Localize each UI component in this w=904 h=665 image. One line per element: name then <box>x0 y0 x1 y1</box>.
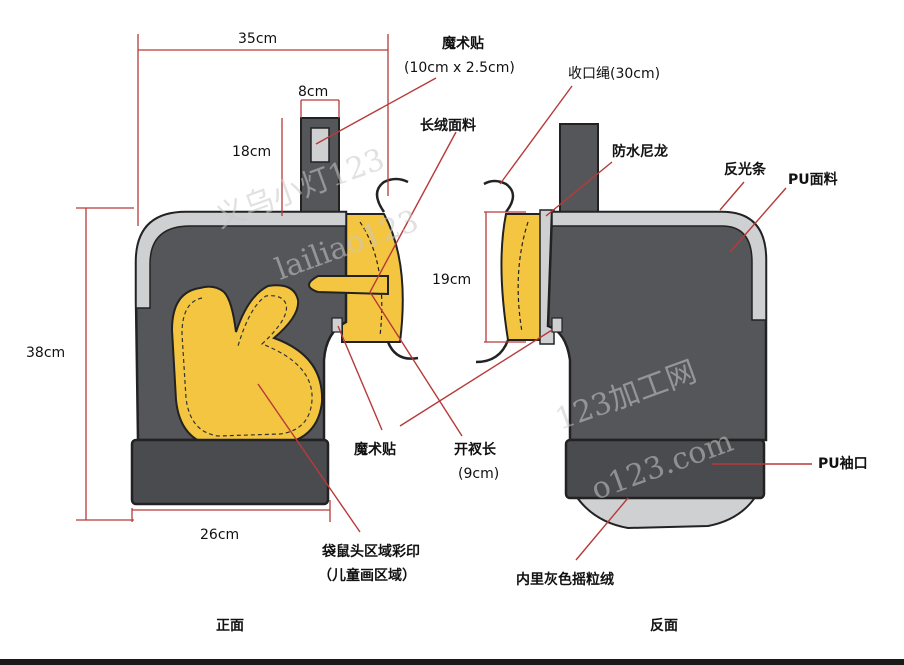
front-pu-cuff <box>130 438 330 506</box>
back-pu-cuff <box>564 438 766 500</box>
dim-opening-label: 19cm <box>432 272 471 288</box>
kangaroo-print-area <box>170 284 324 448</box>
view-label-front: 正面 <box>216 618 244 634</box>
front-view <box>130 117 419 506</box>
callout-velcro-bottom: 魔术贴 <box>354 441 396 458</box>
callout-pu-cuff: PU袖口 <box>818 455 868 472</box>
back-view <box>475 123 768 530</box>
front-reflective-strip <box>135 211 347 309</box>
front-slit-tab <box>308 275 389 296</box>
back-drawstring-top <box>483 179 515 213</box>
back-lining <box>574 495 758 530</box>
front-strap-velcro <box>310 127 330 163</box>
back-reflective-strip <box>551 211 767 321</box>
dim-width-label: 35cm <box>238 31 277 47</box>
callout-pu-fabric: PU面料 <box>788 171 838 188</box>
dim-strap-height-label: 18cm <box>232 144 271 160</box>
leader-lines <box>257 77 812 561</box>
dimension-lines <box>76 34 526 522</box>
back-velcro-patch <box>551 317 563 333</box>
back-plush-opening <box>500 213 549 341</box>
view-label-back: 反面 <box>650 617 678 634</box>
callout-slit-length-name: 开衩长 <box>454 441 497 458</box>
dim-height-label: 38cm <box>26 345 65 361</box>
dim-strap-width-label: 8cm <box>298 84 328 100</box>
callout-waterproof-nylon: 防水尼龙 <box>612 143 668 160</box>
callout-velcro-top-name: 魔术贴 <box>442 35 484 52</box>
front-drawstring-top <box>375 177 409 213</box>
callout-lining: 内里灰色摇粒绒 <box>516 571 614 588</box>
dim-bottom-width-label: 26cm <box>200 527 239 543</box>
callout-drawstring: 收口绳(30cm) <box>568 66 660 82</box>
bottom-border <box>0 659 904 665</box>
callout-print-area-2: （儿童画区域） <box>318 567 416 584</box>
labels: 35cm 8cm 18cm 38cm 26cm 19cm 魔术贴 (10cm x… <box>26 31 868 634</box>
callout-slit-length-size: (9cm) <box>458 466 499 482</box>
callout-plush-fabric: 长绒面料 <box>420 117 476 134</box>
front-drawstring-bottom <box>386 341 419 360</box>
callout-print-area-1: 袋鼠头区域彩印 <box>321 543 420 560</box>
callout-velcro-top-size: (10cm x 2.5cm) <box>404 60 515 76</box>
front-velcro-bottom-patch <box>331 317 343 333</box>
callout-reflective-strip: 反光条 <box>724 161 767 178</box>
back-drawstring-bottom <box>475 339 510 364</box>
